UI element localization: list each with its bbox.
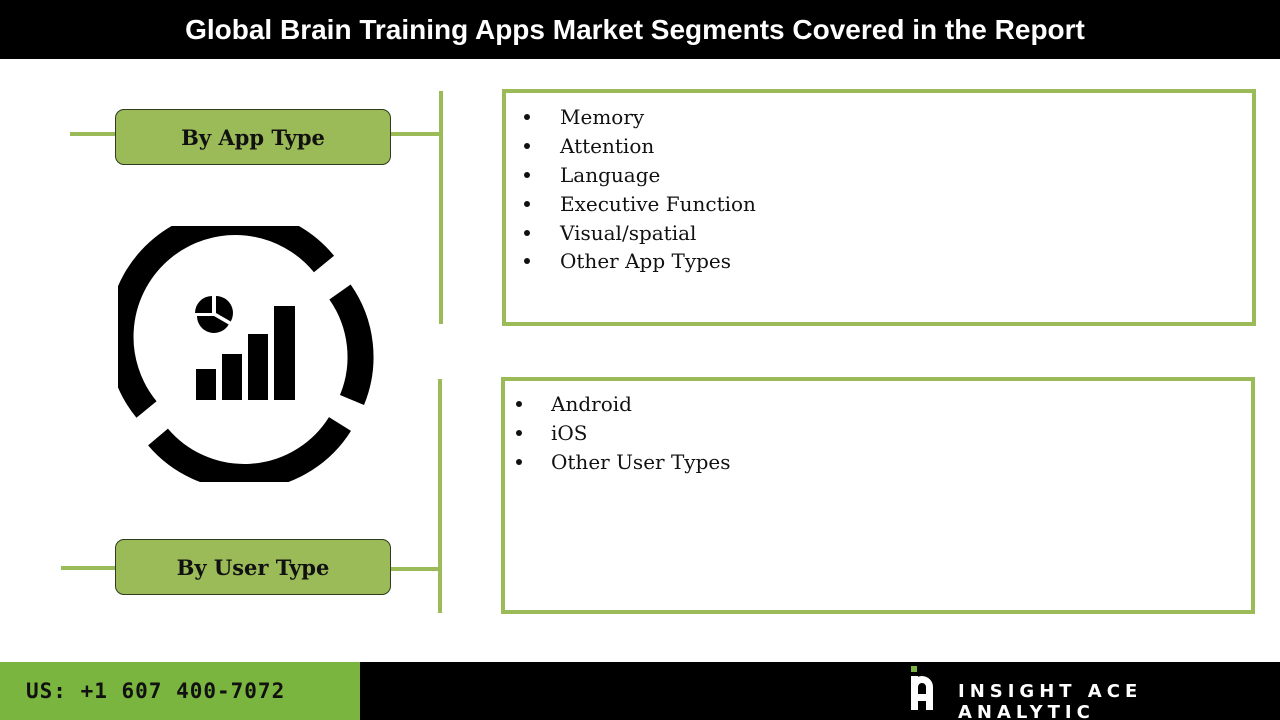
segment-list: Memory Attention Language Executive Func… (506, 93, 1252, 276)
brand-name: INSIGHT ACE ANALYTIC (958, 681, 1143, 720)
bullet-icon (524, 171, 530, 178)
header-bar: Global Brain Training Apps Market Segmen… (0, 0, 1280, 59)
bullet-icon (524, 200, 530, 207)
footer-brand: INSIGHT ACE ANALYTIC (360, 662, 1280, 720)
segment-label-text: By App Type (181, 124, 325, 150)
bracket-line (439, 91, 443, 324)
list-item: Memory (524, 103, 1252, 132)
bullet-icon (524, 114, 530, 121)
list-item: Other App Types (524, 247, 1252, 276)
phone-number: US: +1 607 400-7072 (26, 679, 286, 703)
list-item: iOS (516, 419, 1251, 448)
bullet-icon (516, 430, 522, 437)
bullet-icon (524, 229, 530, 236)
analytics-chart-icon (107, 209, 374, 490)
list-item: Attention (524, 132, 1252, 161)
segment-list: Android iOS Other User Types (505, 381, 1251, 476)
connector-line (391, 567, 441, 571)
bullet-icon (524, 258, 530, 265)
bracket-line (438, 379, 442, 613)
list-item-text: Android (551, 392, 632, 417)
segment-label-user-type: By User Type (115, 539, 391, 595)
connector-line (391, 132, 441, 136)
list-item: Visual/spatial (524, 218, 1252, 247)
list-item-text: Executive Function (560, 191, 756, 216)
list-item-text: Other User Types (551, 449, 731, 474)
list-item: Executive Function (524, 189, 1252, 218)
bullet-icon (516, 458, 522, 465)
list-item-text: Language (560, 162, 661, 187)
segment-box-user-type: Android iOS Other User Types (501, 377, 1255, 614)
segment-label-text: By User Type (176, 554, 330, 580)
list-item: Language (524, 161, 1252, 190)
connector-line (61, 566, 116, 570)
page-title: Global Brain Training Apps Market Segmen… (185, 13, 1085, 45)
list-item: Other User Types (516, 448, 1251, 477)
brand-logo-icon (910, 665, 936, 711)
list-item-text: Visual/spatial (560, 220, 697, 245)
list-item-text: iOS (551, 421, 588, 446)
connector-line (70, 132, 116, 136)
bullet-icon (524, 143, 530, 150)
list-item-text: Attention (560, 134, 655, 159)
footer-contact: US: +1 607 400-7072 (0, 662, 360, 720)
list-item-text: Memory (560, 105, 645, 130)
list-item: Android (516, 390, 1251, 419)
bullet-icon (516, 401, 522, 408)
list-item-text: Other App Types (560, 249, 732, 274)
segment-box-app-type: Memory Attention Language Executive Func… (502, 89, 1256, 326)
segment-label-app-type: By App Type (115, 109, 391, 165)
